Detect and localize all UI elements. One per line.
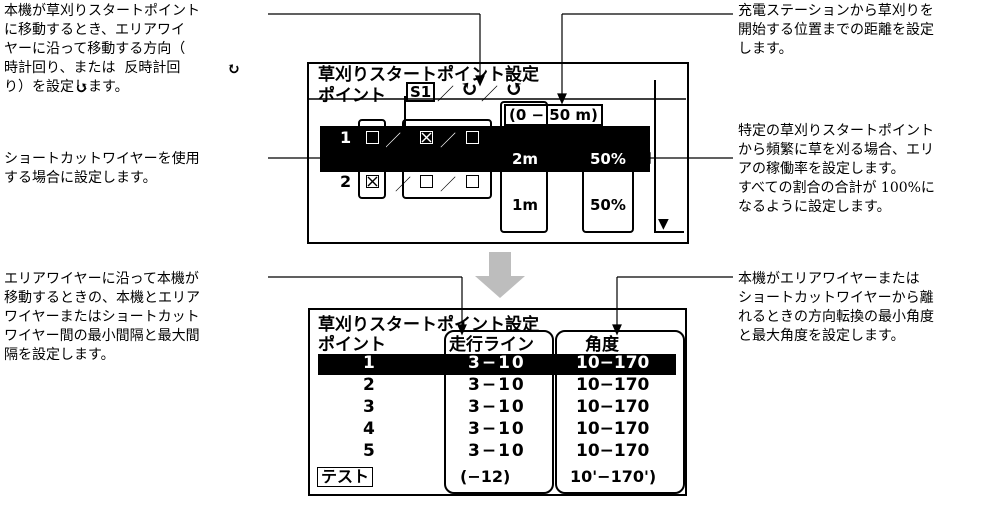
screen2-row-number: 2 — [363, 375, 375, 395]
angle-range: 10'−170') — [570, 467, 657, 486]
slash-separator: ／ — [437, 85, 454, 105]
angle-column-frame — [555, 330, 685, 494]
start-point-settings-screen-2 — [308, 308, 687, 496]
clockwise-option-icon[interactable]: ↻ — [460, 76, 479, 102]
line-range: (−12) — [460, 467, 511, 486]
annotation-shortcut: ショートカットワイヤーを使用 する場合に設定します。 — [4, 151, 200, 186]
screen1-point-label: ポイント — [318, 86, 386, 106]
screen2-col-angle: 角度 — [585, 335, 619, 355]
scroll-down-arrow[interactable]: ▼ — [658, 216, 669, 232]
row1-checkbox-c[interactable] — [466, 131, 479, 144]
annotation-direction: 本機が草刈りスタートポイント に移動するとき、エリアワイ ヤーに沿って移動する方… — [4, 3, 200, 95]
screen2-row-angle: 10−170 — [576, 397, 650, 417]
screen1-title: 草刈りスタートポイント設定 — [318, 65, 539, 85]
screen2-row-angle: 10−170 — [576, 353, 650, 373]
test-button[interactable]: テスト — [317, 467, 374, 487]
screen2-col-line: 走行ライン — [449, 335, 534, 355]
screen2-col-point: ポイント — [318, 335, 386, 355]
annotation-angle: 本機がエリアワイヤーまたは ショートカットワイヤーから離 れるときの方向転換の最… — [738, 271, 934, 344]
row2-slash-2: ／ — [440, 175, 457, 194]
screen2-row-line: 3−10 — [468, 419, 526, 439]
screen1-row-2-number: 2 — [340, 172, 352, 191]
screen1-row-1-distance: 2m — [512, 150, 539, 168]
row2-checkbox-c[interactable] — [466, 175, 479, 188]
annotation-corridor: エリアワイヤーに沿って本機が 移動するときの、本機とエリア ワイヤーまたはショー… — [4, 271, 200, 363]
counterclockwise-icon: ↺ — [75, 78, 89, 97]
screen1-row-2-distance: 1m — [512, 196, 539, 214]
row1-slash: ／ — [385, 131, 402, 150]
s1-option[interactable]: S1 — [406, 82, 436, 102]
screen2-row-number: 1 — [363, 353, 375, 373]
row1-checkbox-a[interactable] — [366, 131, 379, 144]
counterclockwise-option-icon[interactable]: ↺ — [505, 76, 524, 102]
row1-slash-2: ／ — [440, 131, 457, 150]
screen2-row-1-highlight[interactable] — [318, 354, 676, 375]
screen1-row-1-number: 1 — [340, 128, 352, 147]
screen2-row-angle: 10−170 — [576, 419, 650, 439]
screen2-row-line: 3−10 — [468, 375, 526, 395]
screen2-row-line: 3−10 — [468, 353, 526, 373]
screen2-row-number: 5 — [363, 441, 375, 461]
screen1-row-2-percent[interactable]: 50% — [590, 196, 626, 214]
screen2-row-angle: 10−170 — [576, 441, 650, 461]
screen2-row-angle: 10−170 — [576, 375, 650, 395]
slash-separator-2: ／ — [481, 85, 498, 105]
line-column-frame — [444, 330, 554, 494]
screen2-row-number: 3 — [363, 397, 375, 417]
screen2-row-line: 3−10 — [468, 397, 526, 417]
annotation-distance: 充電ステーションから草刈りを 開始する位置までの距離を設定 します。 — [738, 3, 934, 57]
clockwise-icon: ↻ — [227, 59, 241, 78]
screen2-row-line: 3−10 — [468, 441, 526, 461]
screen1-row-1-percent[interactable]: 50% — [590, 150, 626, 168]
screen2-row-number: 4 — [363, 419, 375, 439]
row2-checkbox-b[interactable] — [420, 175, 433, 188]
annotation-operation-rate: 特定の草刈りスタートポイント から頻繁に草を刈る場合、エリ アの稼働率を設定しま… — [738, 123, 935, 215]
distance-range: (0 − 50 m) — [504, 104, 603, 126]
